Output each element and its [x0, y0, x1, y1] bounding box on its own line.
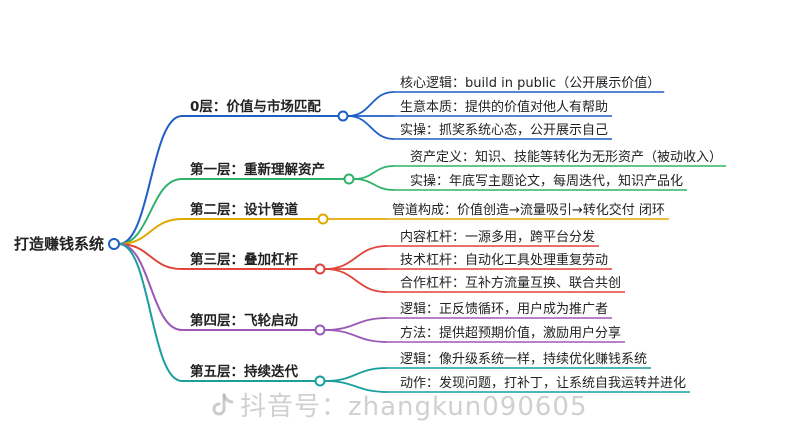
leaf-connector: [324, 329, 388, 343]
leaf-connector: [347, 115, 395, 140]
leaf-connector: [353, 165, 395, 180]
leaf-label: 合作杠杆：互补方流量互换、联合共创: [400, 275, 621, 291]
branch-label: 第五层：持续迭代: [190, 363, 298, 380]
douyin-logo-icon: [212, 393, 234, 416]
leaf-label: 内容杠杆：一源多用，跨平台分发: [400, 229, 595, 245]
leaf-label: 核心逻辑：build in public（公开展示价值）: [400, 75, 660, 91]
leaf-label: 管道构成：价值创造→流量吸引→转化交付 闭环: [392, 202, 665, 218]
branch-connector: [118, 178, 183, 245]
leaf-label: 生意本质：提供的价值对他人有帮助: [400, 99, 608, 115]
branch-label: 第四层：飞轮启动: [190, 312, 298, 329]
root-node-connector: [108, 238, 120, 250]
branch-label: 第一层：重新理解资产: [190, 161, 325, 178]
leaf-connector: [324, 380, 388, 393]
leaf-label: 技术杠杆：自动化工具处理重复劳动: [400, 252, 608, 268]
leaf-label: 逻辑：像升级系统一样，持续优化赚钱系统: [400, 351, 647, 367]
leaf-connector: [353, 178, 395, 191]
branch-connector: [118, 115, 183, 245]
branch-node-connector: [317, 213, 329, 225]
branch-connector: [118, 243, 183, 382]
watermark-text: 抖音号：zhangkun090605: [240, 392, 588, 422]
branch-connector: [118, 218, 183, 245]
watermark: 抖音号：zhangkun090605: [212, 386, 588, 423]
leaf-label: 逻辑：正反馈循环，用户成为推广者: [400, 301, 608, 317]
branch-node-connector: [343, 173, 355, 185]
leaf-connector: [324, 245, 388, 270]
leaf-connector: [324, 268, 388, 293]
mind-map-nodes: 打造赚钱系统 0层：价值与市场匹配 核心逻辑：build in public（公开展…: [14, 75, 722, 391]
leaf-label: 实操：年底写主题论文，每周迭代，知识产品化: [410, 173, 683, 189]
branch-label: 第二层：设计管道: [190, 201, 298, 218]
connector-lines: [118, 91, 727, 393]
branch-node-connector: [337, 110, 349, 122]
branch-label: 0层：价值与市场匹配: [190, 98, 321, 115]
branch-node-connector: [314, 263, 326, 275]
branch-connector: [118, 243, 183, 331]
leaf-label: 动作：发现问题，打补丁，让系统自我运转并进化: [400, 375, 686, 391]
root-node-label: 打造赚钱系统: [14, 235, 104, 253]
leaf-label: 资产定义：知识、技能等转化为无形资产（被动收入）: [410, 149, 722, 165]
branch-node-connector: [314, 375, 326, 387]
branch-label: 第三层：叠加杠杆: [190, 251, 298, 268]
branch-node-connector: [314, 324, 326, 336]
leaf-connector: [324, 317, 388, 331]
leaf-label: 方法：提供超预期价值，激励用户分享: [400, 325, 621, 341]
branch-connector: [118, 243, 183, 270]
leaf-label: 实操：抓奖系统心态，公开展示自己: [400, 122, 608, 138]
leaf-connector: [324, 367, 388, 382]
leaf-connector: [347, 91, 395, 117]
